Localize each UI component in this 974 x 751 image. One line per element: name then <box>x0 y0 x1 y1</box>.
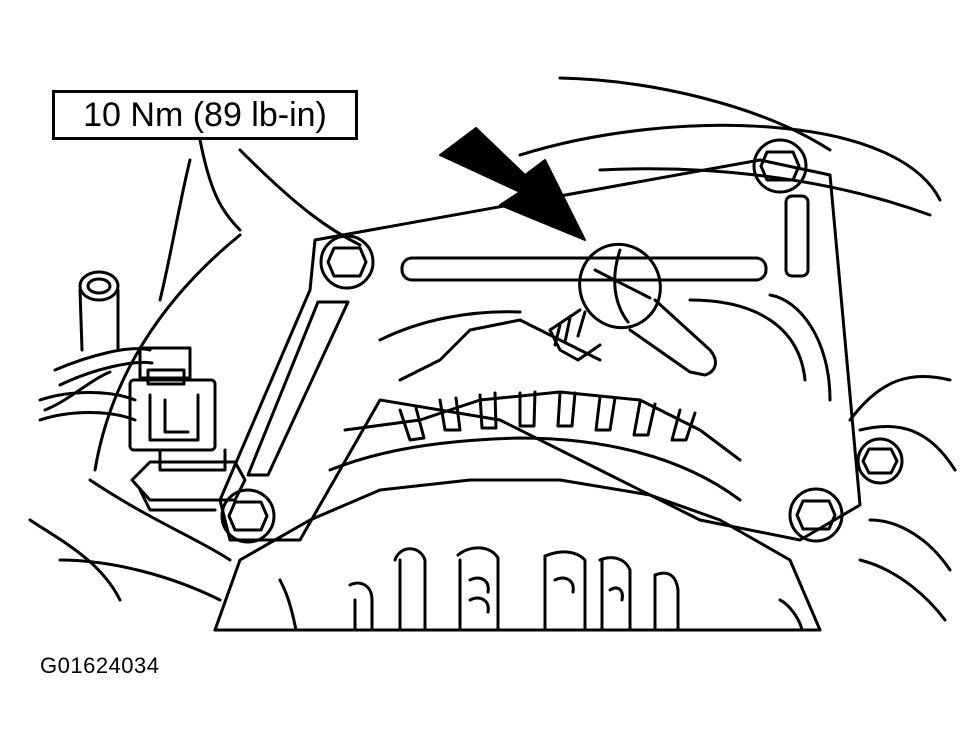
coolant-hose-fitting <box>78 270 120 352</box>
engine-background-contours <box>28 76 957 622</box>
torque-spec-callout: 10 Nm (89 lb-in) <box>52 90 358 140</box>
electrical-connector-icon <box>43 346 247 512</box>
mounting-bracket <box>218 158 862 542</box>
bolt-icon <box>220 138 904 544</box>
figure-id: G01624034 <box>40 653 160 678</box>
generator-vents <box>278 546 804 632</box>
sensor-icon <box>548 242 717 377</box>
rotor-fins <box>398 390 697 442</box>
bolt-top-right <box>752 138 808 194</box>
bolt-right <box>856 437 904 485</box>
bolt-top-left <box>319 234 375 290</box>
arrow-pointer-icon <box>439 127 586 241</box>
generator-housing <box>213 298 822 632</box>
bolt-bottom-right <box>788 487 844 543</box>
bolt-bottom-left <box>220 488 276 544</box>
